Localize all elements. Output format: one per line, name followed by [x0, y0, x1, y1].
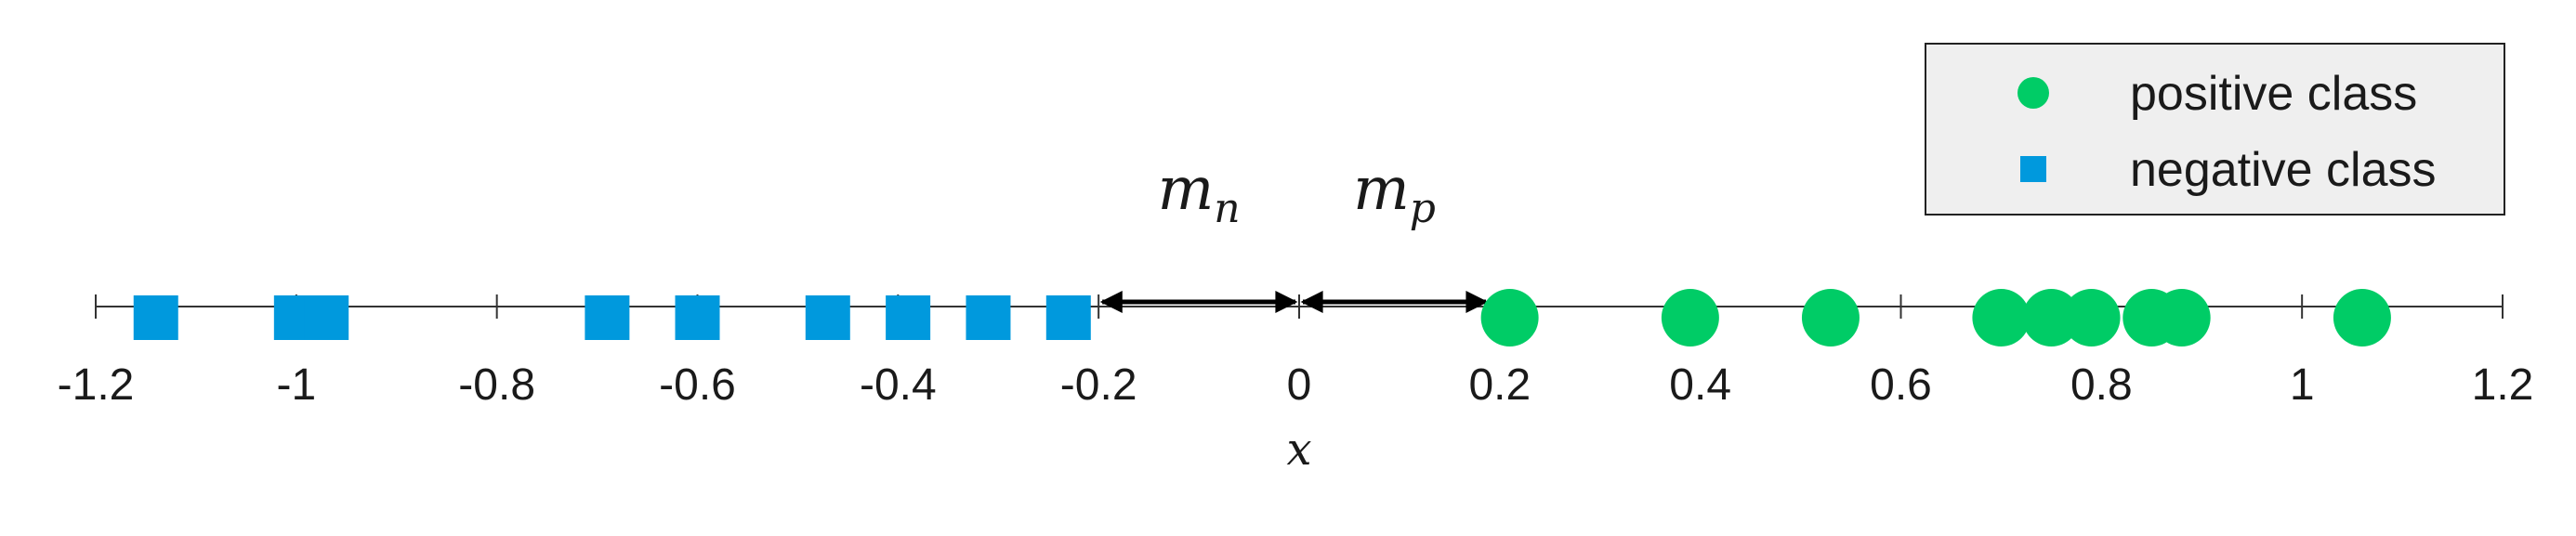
positive-point: [2152, 289, 2211, 346]
x-tick-label: 0.2: [1468, 360, 1531, 410]
positive-point: [2022, 289, 2081, 346]
positive-point: [1972, 289, 2031, 346]
margin-label-n: mn: [1158, 155, 1241, 232]
x-tick-label: 0.6: [1870, 360, 1932, 410]
data-markers: [133, 289, 2391, 346]
negative-point: [886, 295, 931, 340]
negative-point: [966, 295, 1011, 340]
positive-point: [1801, 289, 1860, 346]
negative-point: [304, 295, 349, 340]
legend-label: positive class: [2130, 67, 2417, 121]
margin-label-p: mp: [1353, 155, 1436, 232]
positive-point: [2333, 289, 2391, 346]
negative-point: [585, 295, 630, 340]
x-axis: -1.2 -1 -0.8 -0.6 -0.4 -0.2 0 0.2 0.4 0.6 0.8 1 1.2: [58, 294, 2534, 410]
positive-point: [2062, 289, 2121, 346]
x-tick-label: -0.8: [458, 360, 535, 410]
legend-circle-icon: [2017, 77, 2049, 109]
positive-point: [1661, 289, 1719, 346]
negative-point: [675, 295, 720, 340]
x-tick-label: -0.4: [860, 360, 937, 410]
x-tick-label: 0: [1287, 360, 1312, 410]
negative-point: [805, 295, 850, 340]
x-tick-label: 0.8: [2070, 360, 2133, 410]
legend-square-icon: [2020, 156, 2046, 182]
x-tick-label: -0.2: [1060, 360, 1137, 410]
legend-label: negative class: [2130, 143, 2437, 197]
legend-box: [1925, 43, 2505, 216]
x-tick-label: -0.6: [659, 360, 736, 410]
x-tick-label: 1.2: [2472, 360, 2534, 410]
x-tick-label: 1: [2290, 360, 2315, 410]
margin-annotations: mn mp: [1099, 155, 1489, 313]
x-tick-label: -1: [276, 360, 316, 410]
negative-point: [133, 295, 178, 340]
negative-point: [1045, 295, 1091, 340]
positive-point: [1480, 289, 1539, 346]
x-axis-label: x: [1286, 424, 1311, 476]
x-tick-label: -1.2: [58, 360, 135, 410]
x-tick-label: 0.4: [1669, 360, 1731, 410]
legend: positive class negative class: [1925, 43, 2505, 216]
